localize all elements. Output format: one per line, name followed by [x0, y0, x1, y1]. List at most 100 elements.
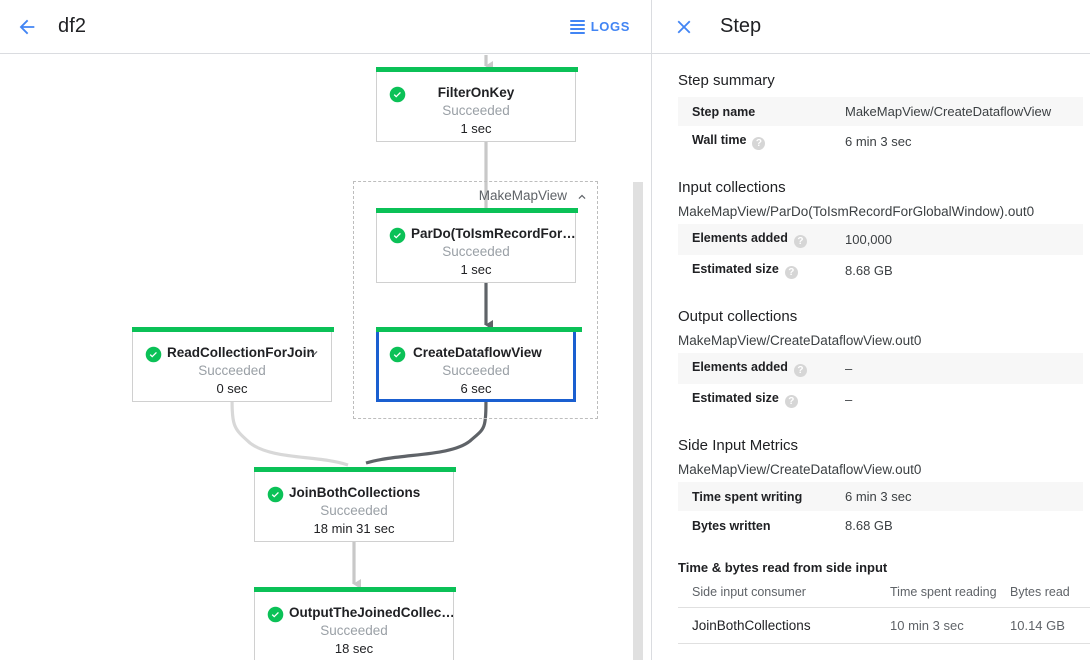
success-check-icon	[267, 486, 284, 503]
step-details-panel: Step Step summary Step name MakeMapView/…	[652, 0, 1090, 660]
cell-bytes: 10.14 GB	[1010, 607, 1090, 644]
row-key-label: Estimated size	[692, 262, 779, 276]
pane-divider	[651, 0, 652, 660]
node-title: ReadCollectionForJoin	[167, 345, 315, 360]
table-row: Bytes written 8.68 GB	[678, 511, 1083, 540]
step-summary-table: Step name MakeMapView/CreateDataflowView…	[678, 97, 1083, 157]
output-collections-table: Elements added? – Estimated size? –	[678, 353, 1083, 415]
graph-node-join-both-collections[interactable]: JoinBothCollections Succeeded 18 min 31 …	[254, 467, 456, 542]
column-header-bytes: Bytes read	[1010, 579, 1090, 608]
table-row: Elements added? 100,000	[678, 224, 1083, 255]
row-key-label: Estimated size	[692, 391, 779, 405]
node-title: JoinBothCollections	[289, 485, 421, 500]
job-graph-canvas[interactable]: MakeMapView FilterOnKey Succeeded 1 sec	[0, 55, 652, 660]
row-key: Estimated size?	[678, 384, 845, 415]
logs-button-label: LOGS	[590, 19, 630, 34]
chevron-up-icon[interactable]	[575, 190, 589, 204]
side-input-collection-name: MakeMapView/CreateDataflowView.out0	[678, 462, 922, 477]
node-duration: 0 sec	[216, 381, 248, 396]
composite-label: MakeMapView	[478, 188, 567, 203]
row-key: Step name	[678, 97, 845, 126]
row-key-label: Wall time	[692, 133, 747, 147]
step-summary-heading: Step summary	[678, 72, 775, 89]
node-duration: 6 sec	[460, 381, 492, 396]
help-icon[interactable]: ?	[793, 364, 807, 377]
node-status-bar	[376, 327, 582, 332]
node-status: Succeeded	[320, 623, 388, 638]
side-input-table-heading: Time & bytes read from side input	[678, 560, 888, 575]
table-row: Time spent writing 6 min 3 sec	[678, 482, 1083, 511]
node-title: OutputTheJoinedCollec…	[289, 605, 453, 620]
node-status-bar	[132, 327, 334, 332]
logs-button[interactable]: LOGS	[569, 19, 630, 34]
table-row: Step name MakeMapView/CreateDataflowView	[678, 97, 1083, 126]
composite-makemapview[interactable]: MakeMapView	[353, 181, 598, 419]
output-collection-name: MakeMapView/CreateDataflowView.out0	[678, 333, 922, 348]
logs-hamburger-icon	[569, 19, 585, 34]
table-row[interactable]: JoinBothCollections 10 min 3 sec 10.14 G…	[678, 607, 1090, 644]
graph-node-filter-on-key[interactable]: FilterOnKey Succeeded 1 sec	[376, 67, 578, 142]
help-icon[interactable]: ?	[752, 137, 766, 150]
panel-header: Step	[652, 0, 1090, 54]
graph-node-read-collection-for-join[interactable]: ReadCollectionForJoin Succeeded 0 sec	[132, 327, 334, 402]
job-name: df2	[58, 15, 87, 37]
row-key: Estimated size?	[678, 255, 845, 286]
row-value: –	[845, 392, 853, 407]
row-value: 8.68 GB	[845, 518, 893, 533]
node-status: Succeeded	[442, 244, 510, 259]
help-icon[interactable]: ?	[784, 266, 798, 279]
row-key-label: Elements added	[692, 231, 788, 245]
back-button[interactable]	[6, 6, 48, 48]
input-collections-heading: Input collections	[678, 179, 786, 196]
close-panel-button[interactable]	[664, 7, 704, 47]
node-duration: 1 sec	[460, 121, 492, 136]
side-input-metrics-table: Time spent writing 6 min 3 sec Bytes wri…	[678, 482, 1083, 540]
success-check-icon	[267, 606, 284, 623]
table-header-row: Side input consumer Time spent reading B…	[678, 579, 1090, 608]
chevron-down-icon[interactable]	[307, 346, 321, 360]
close-icon	[677, 20, 691, 33]
table-row: Estimated size? –	[678, 384, 1083, 415]
table-row: Estimated size? 8.68 GB	[678, 255, 1083, 286]
cell-consumer: JoinBothCollections	[678, 607, 890, 644]
help-icon[interactable]: ?	[784, 395, 798, 408]
row-value: 100,000	[845, 224, 1083, 255]
row-value: MakeMapView/CreateDataflowView	[845, 97, 1083, 126]
row-value: –	[845, 353, 1083, 384]
graph-node-pardo-toismrecordfor[interactable]: ParDo(ToIsmRecordFor… Succeeded 1 sec	[376, 208, 578, 283]
table-row: Elements added? –	[678, 353, 1083, 384]
row-value: 8.68 GB	[845, 263, 893, 278]
input-collections-table: Elements added? 100,000 Estimated size? …	[678, 224, 1083, 286]
node-status: Succeeded	[198, 363, 266, 378]
panel-title: Step	[720, 15, 762, 37]
help-icon[interactable]: ?	[793, 235, 807, 248]
node-status: Succeeded	[442, 363, 510, 378]
success-check-icon	[389, 86, 406, 103]
node-duration: 18 sec	[334, 641, 374, 656]
node-duration: 18 min 31 sec	[313, 521, 395, 536]
row-value: 6 min 3 sec	[845, 134, 912, 149]
node-status: Succeeded	[442, 103, 510, 118]
node-status-bar	[376, 208, 578, 213]
input-collection-name: MakeMapView/ParDo(ToIsmRecordForGlobalWi…	[678, 204, 1035, 219]
node-status: Succeeded	[320, 503, 388, 518]
graph-scrollbar-thumb[interactable]	[633, 182, 643, 660]
success-check-icon	[389, 227, 406, 244]
row-key: Bytes written	[692, 518, 771, 533]
success-check-icon	[145, 346, 162, 363]
node-status-bar	[254, 587, 456, 592]
graph-edges	[230, 55, 493, 589]
column-header-consumer: Side input consumer	[678, 579, 890, 608]
graph-node-output-the-joined-collection[interactable]: OutputTheJoinedCollec… Succeeded 18 sec	[254, 587, 456, 660]
node-status-bar	[254, 467, 456, 472]
node-duration: 1 sec	[460, 262, 492, 277]
graph-node-create-dataflow-view[interactable]: CreateDataflowView Succeeded 6 sec	[376, 327, 582, 402]
graph-pane: df2 LOGS	[0, 0, 652, 660]
table-row: Wall time? 6 min 3 sec	[678, 126, 1083, 157]
top-toolbar: df2 LOGS	[0, 0, 652, 54]
success-check-icon	[389, 346, 406, 363]
row-key-label: Elements added	[692, 360, 788, 374]
row-key: Elements added?	[678, 353, 845, 384]
row-value: 6 min 3 sec	[845, 482, 1083, 511]
